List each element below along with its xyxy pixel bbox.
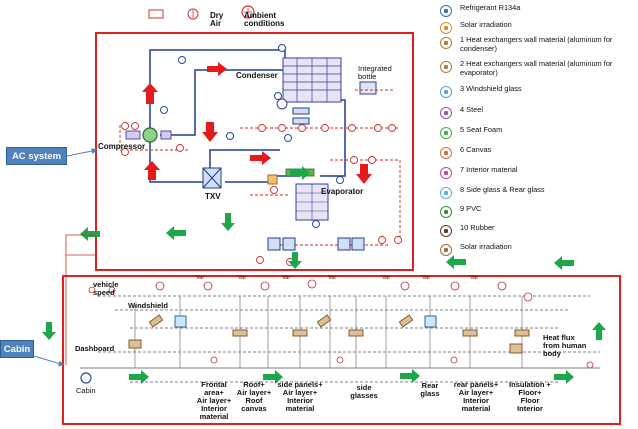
condenser-unit — [276, 57, 342, 110]
frontal-area-label: Frontal area+ Air layer+ Interior materi… — [196, 380, 232, 421]
legend-label: 10 Rubber — [460, 223, 495, 232]
legend-label: 9 PVC — [460, 204, 482, 213]
rear-panels-label: rear panels+ Air layer+ Interior materia… — [453, 380, 499, 413]
roof-label: Roof+ Air layer+ Roof canvas — [236, 380, 272, 413]
legend-label: Solar irradiation — [460, 20, 512, 29]
legend-label: 7 Interior material — [460, 165, 518, 174]
heat-flux-label: Heat flux from human body — [543, 333, 587, 358]
condenser-label: Condenser — [236, 71, 278, 80]
ac-system-tag: AC system — [6, 147, 67, 165]
legend-swatch-icon — [440, 147, 452, 159]
cabin-heat-components — [128, 314, 530, 354]
ambient-conditions-legend-icon — [241, 5, 255, 19]
legend-label: Refrigerant R134a — [460, 3, 521, 12]
legend-item: 4 Steel — [440, 105, 638, 124]
txv-label: TXV — [205, 192, 221, 201]
dry-air-label: Dry Air — [210, 11, 224, 29]
rear-glass-label: Rear glass — [420, 381, 440, 398]
air-flow-arrows — [42, 166, 606, 384]
legend-label: 1 Heat exchangers wall material (aluminu… — [460, 35, 613, 53]
legend-swatch-icon — [440, 167, 452, 179]
refrigerant-flow-arrows — [142, 62, 372, 184]
var-label-7: Var — [470, 275, 479, 281]
legend-item: 5 Seat Foam — [440, 125, 638, 144]
ambient-conditions-label: Ambient conditions — [244, 11, 285, 29]
legend-label: 8 Side glass & Rear glass — [460, 185, 545, 194]
side-panels-label: side panels+ Air layer+ Interior materia… — [277, 380, 323, 413]
legend-item: 1 Heat exchangers wall material (aluminu… — [440, 35, 638, 54]
var-label-3: Var — [282, 275, 291, 281]
legend-label: 6 Canvas — [460, 145, 492, 154]
legend-swatch-icon — [440, 22, 452, 34]
legend-item: 8 Side glass & Rear glass — [440, 185, 638, 204]
legend-label: 3 Windshield glass — [460, 84, 522, 93]
legend-swatch-icon — [440, 86, 452, 98]
legend-item: Solar irradiation — [440, 242, 638, 261]
legend-swatch-icon — [440, 206, 452, 218]
legend-item: 9 PVC — [440, 204, 638, 223]
blue-sensors — [160, 44, 344, 228]
legend-swatch-icon — [440, 37, 452, 49]
legend-swatch-icon — [440, 61, 452, 73]
dashboard-label: Dashboard — [75, 344, 115, 353]
cabin-sensors — [88, 279, 594, 369]
cabin-ac-connectors — [65, 234, 96, 365]
legend-label: 5 Seat Foam — [460, 125, 503, 134]
legend-swatch-icon — [440, 187, 452, 199]
txv-shape — [202, 167, 222, 189]
legend-item: 7 Interior material — [440, 165, 638, 184]
vehicle-speed-label: vehicle speed — [93, 280, 119, 297]
legend-item: Solar irradiation — [440, 20, 638, 39]
insulation-label: Insulation + Floor+ Floor Interior — [509, 380, 551, 413]
legend-swatch-icon — [440, 225, 452, 237]
cabin-label: Cabin — [76, 386, 96, 395]
var-label-4: Var — [328, 275, 337, 281]
legend-label: Solar irradiation — [460, 242, 512, 251]
evaporator-label: Evaporator — [321, 187, 364, 196]
var-label-6: Var — [422, 275, 431, 281]
legend-item: 3 Windshield glass — [440, 84, 638, 103]
cabin-callout-line — [33, 355, 65, 367]
legend-label: 4 Steel — [460, 105, 484, 114]
legend-label: 2 Heat exchangers wall material (aluminu… — [460, 59, 613, 77]
blower-units — [267, 107, 365, 251]
legend-item: 6 Canvas — [440, 145, 638, 164]
legend-swatch-icon — [440, 5, 452, 17]
cabin-tag: Cabin — [0, 340, 34, 358]
component-symbols — [121, 122, 402, 266]
ac-system-callout-line — [66, 148, 98, 157]
integrated-bottle-label: Integrated bottle — [358, 64, 392, 81]
cabin-node-icon — [80, 372, 92, 384]
legend-item: 10 Rubber — [440, 223, 638, 242]
legend-item: Refrigerant R134a — [440, 3, 638, 22]
compressor-shape — [125, 127, 172, 143]
legend-swatch-icon — [440, 107, 452, 119]
var-label-1: Var — [196, 275, 205, 281]
windshield-label: Windshield — [128, 301, 168, 310]
side-glasses-label: side glasses — [350, 383, 378, 400]
legend-swatch-icon — [440, 127, 452, 139]
dry-air-legend-icon — [148, 8, 199, 20]
var-label-5: Var — [382, 275, 391, 281]
cabin-frame — [62, 275, 621, 425]
legend-item: 2 Heat exchangers wall material (aluminu… — [440, 59, 638, 78]
legend-swatch-icon — [440, 244, 452, 256]
var-label-2: Var — [238, 275, 247, 281]
compressor-label: Compressor — [98, 142, 146, 151]
integrated-bottle-shape — [359, 81, 377, 95]
